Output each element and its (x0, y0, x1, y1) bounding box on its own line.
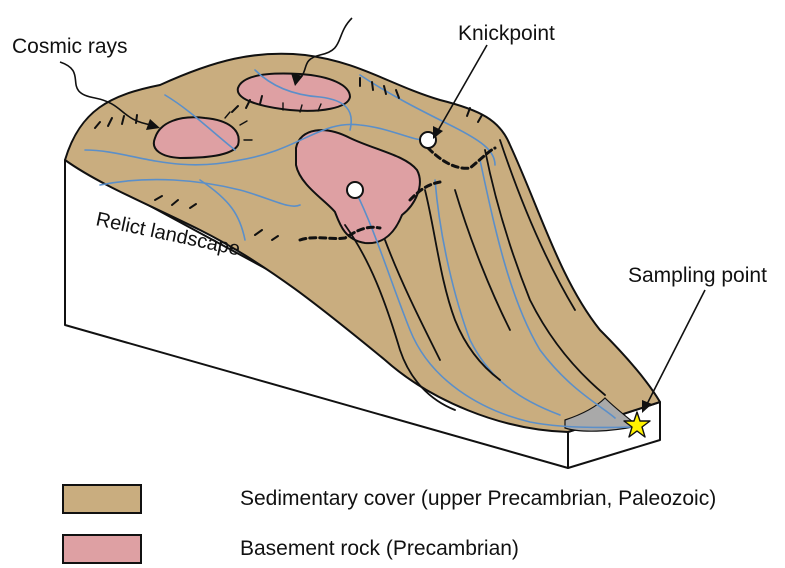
basement-outcrop-left (154, 117, 239, 158)
legend-swatch-basement (62, 534, 142, 564)
legend-swatch-sedimentary (62, 484, 142, 514)
sampling-point-label: Sampling point (628, 264, 767, 287)
cosmic-rays-label: Cosmic rays (12, 35, 128, 58)
legend-item-sedimentary: Sedimentary cover (upper Precambrian, Pa… (62, 484, 716, 514)
legend-label-sedimentary: Sedimentary cover (upper Precambrian, Pa… (240, 487, 716, 511)
legend-item-basement: Basement rock (Precambrian) (62, 534, 519, 564)
legend-label-basement: Basement rock (Precambrian) (240, 537, 519, 561)
knickpoint-marker-lower (347, 182, 363, 198)
knickpoint-label: Knickpoint (458, 22, 555, 45)
sampling-point-leader (645, 290, 705, 408)
